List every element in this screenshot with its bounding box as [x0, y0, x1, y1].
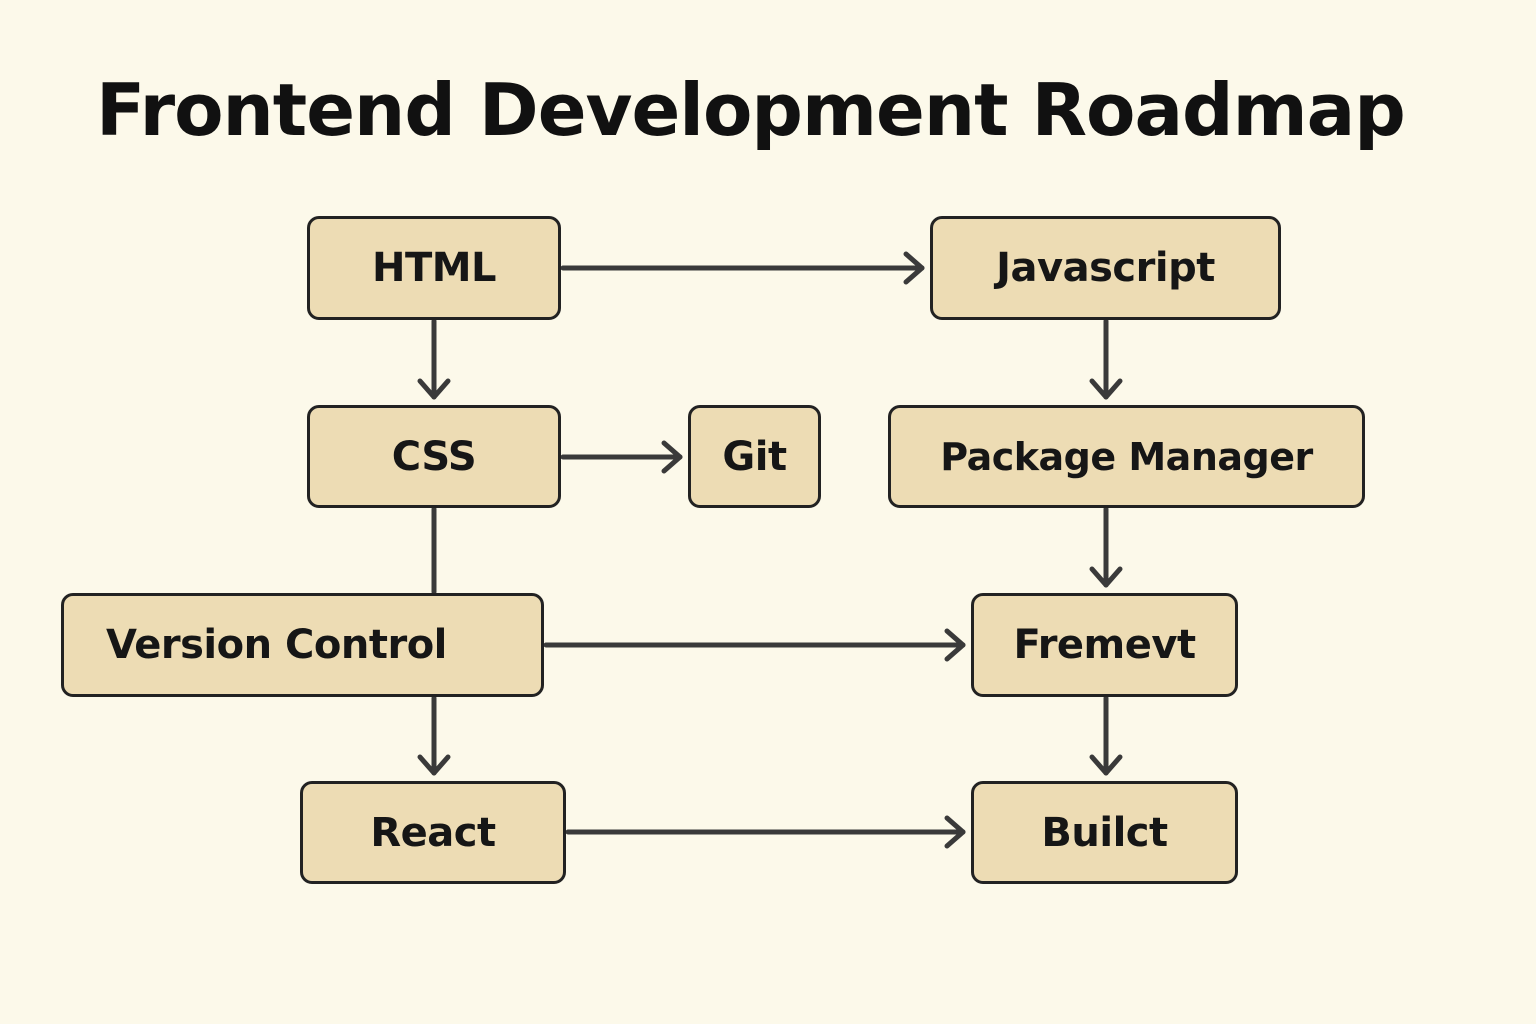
- node-version-control: Version Control: [61, 593, 544, 697]
- node-html-label: HTML: [371, 245, 497, 291]
- node-css: CSS: [307, 405, 561, 508]
- node-html: HTML: [307, 216, 561, 320]
- diagram-title: Frontend Development Roadmap: [96, 68, 1406, 152]
- node-javascript-label: Javascript: [996, 245, 1215, 291]
- node-javascript: Javascript: [930, 216, 1281, 320]
- edge-css-to-git: [560, 440, 683, 474]
- edge-version-control-to-framework: [543, 628, 966, 662]
- edge-javascript-to-package-manager: [1089, 318, 1123, 400]
- node-git-label: Git: [722, 433, 787, 480]
- node-framework: Fremevt: [971, 593, 1238, 697]
- node-css-label: CSS: [391, 433, 477, 480]
- node-framework-label: Fremevt: [1013, 622, 1196, 668]
- node-git: Git: [688, 405, 821, 508]
- node-react: React: [300, 781, 566, 884]
- node-package-manager-label: Package Manager: [940, 434, 1313, 479]
- node-build-label: Builct: [1041, 809, 1168, 856]
- node-version-control-label: Version Control: [106, 622, 447, 668]
- edge-html-to-javascript: [560, 251, 925, 285]
- edge-package-manager-to-framework: [1089, 506, 1123, 588]
- node-package-manager: Package Manager: [888, 405, 1365, 508]
- edge-version-control-to-react: [417, 695, 451, 776]
- node-react-label: React: [370, 809, 496, 856]
- edge-react-to-build: [565, 815, 966, 849]
- edge-framework-to-build: [1089, 695, 1123, 776]
- node-build: Builct: [971, 781, 1238, 884]
- edge-html-to-css: [417, 318, 451, 400]
